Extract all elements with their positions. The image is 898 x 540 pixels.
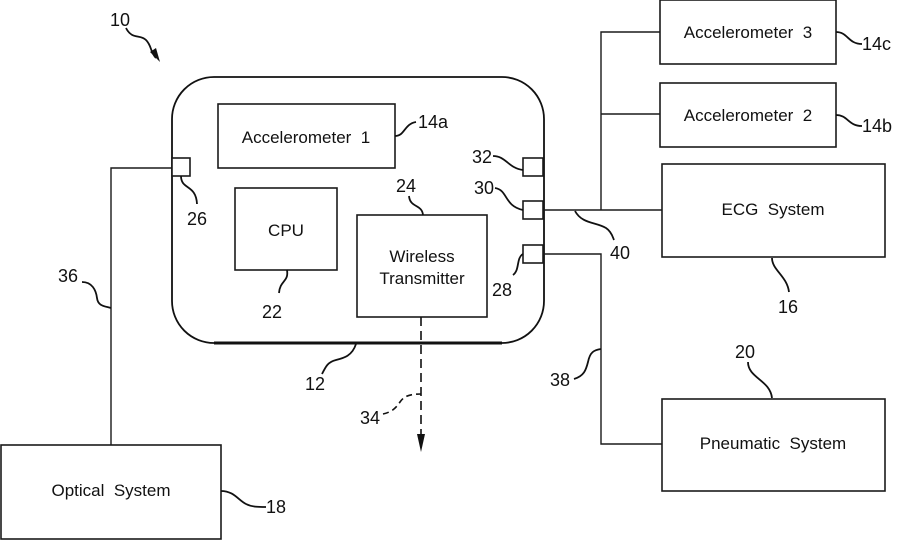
accelerometer-2-ref: 14b (862, 116, 892, 136)
housing-ref-label: 12 (305, 374, 325, 394)
wireless-transmitter-ref: 24 (396, 176, 416, 196)
optical-line-ref: 36 (58, 266, 78, 286)
pneumatic-line-leader (574, 349, 601, 379)
pneumatic-system-label: Pneumatic System (700, 434, 846, 453)
port-28 (523, 245, 543, 263)
accelerometer-1-ref: 14a (418, 112, 449, 132)
optical-system-ref: 18 (266, 497, 286, 517)
pneumatic-system-ref: 20 (735, 342, 755, 362)
optical-system-label: Optical System (51, 481, 170, 500)
accelerometer-3-label: Accelerometer 3 (684, 23, 813, 42)
ecg-system-label: ECG System (722, 200, 825, 219)
ecg-bus-leader (575, 211, 614, 240)
pneumatic-system-leader (748, 362, 772, 398)
optical-system-block: Optical System (1, 445, 221, 539)
housing-ref-leader (322, 344, 356, 374)
optical-line (111, 168, 172, 445)
pneumatic-line-ref: 38 (550, 370, 570, 390)
port-28-ref: 28 (492, 280, 512, 300)
optical-system-leader (221, 491, 266, 507)
cpu-label: CPU (268, 221, 304, 240)
pneumatic-line (543, 254, 662, 444)
wireless-signal-ref: 34 (360, 408, 380, 428)
port-32-ref: 32 (472, 147, 492, 167)
port-30 (523, 201, 543, 219)
accelerometer-3-ref: 14c (862, 34, 891, 54)
accelerometer-1-block: Accelerometer 1 (218, 104, 395, 168)
accelerometer-3-leader (836, 32, 862, 44)
port-26 (172, 158, 190, 176)
accelerometer-2-leader (836, 115, 862, 126)
accelerometer-2-block: Accelerometer 2 (660, 83, 836, 147)
pneumatic-system-block: Pneumatic System (662, 399, 885, 491)
wireless-transmitter-label-line1: Wireless (389, 247, 454, 266)
accelerometer-3-block: Accelerometer 3 (660, 0, 836, 64)
accelerometer-1-label: Accelerometer 1 (242, 128, 371, 147)
port-26-ref: 26 (187, 209, 207, 229)
port-32 (523, 158, 543, 176)
wireless-transmitter-label-line2: Transmitter (379, 269, 465, 288)
ecg-system-leader (772, 258, 789, 292)
cpu-block: CPU (235, 188, 337, 270)
ecg-bus-ref: 40 (610, 243, 630, 263)
optical-line-leader (82, 282, 111, 308)
wireless-signal-arrowhead (417, 434, 425, 452)
wireless-transmitter-block: Wireless Transmitter (357, 215, 487, 317)
accelerometer-3-connector (601, 32, 660, 210)
wireless-signal-leader (383, 394, 421, 414)
port-30-ref: 30 (474, 178, 494, 198)
system-ref-label: 10 (110, 10, 130, 30)
accelerometer-2-label: Accelerometer 2 (684, 106, 813, 125)
ecg-system-ref: 16 (778, 297, 798, 317)
cpu-ref: 22 (262, 302, 282, 322)
ecg-system-block: ECG System (662, 164, 885, 257)
